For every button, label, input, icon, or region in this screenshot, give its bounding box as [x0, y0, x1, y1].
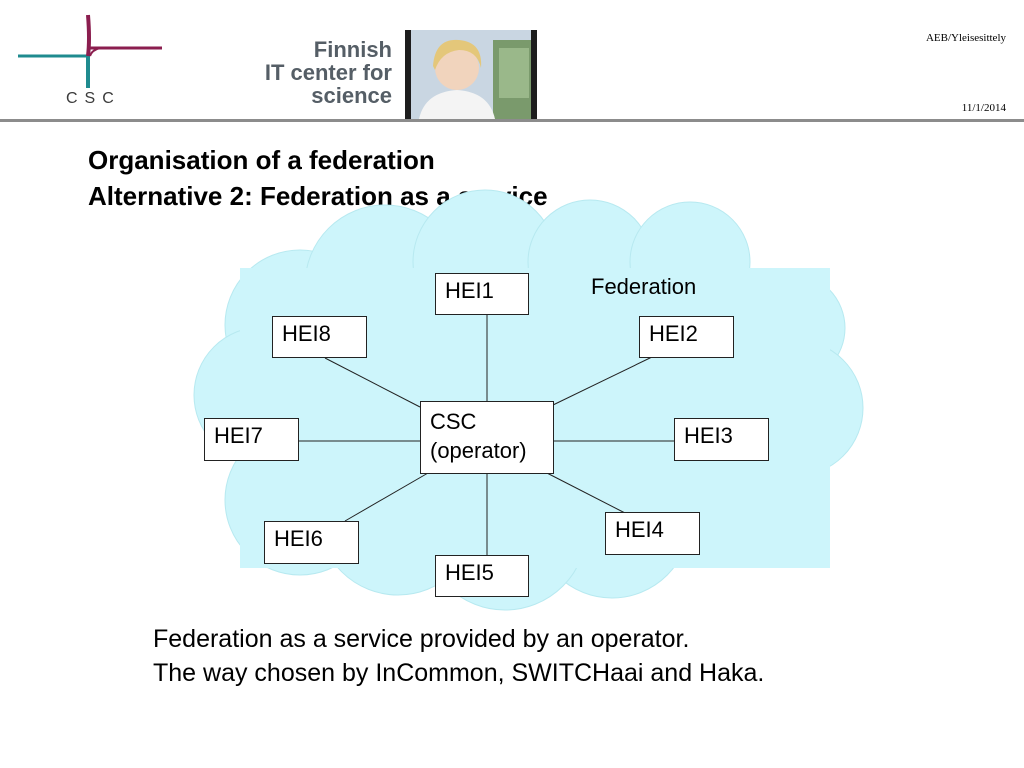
slide-caption: Federation as a service provided by an o…	[153, 622, 764, 690]
tagline: Finnish IT center for science	[230, 38, 392, 107]
caption-line-1: Federation as a service provided by an o…	[153, 625, 690, 653]
tagline-line-3: science	[311, 83, 392, 108]
node-csc-operator: CSC (operator)	[420, 401, 554, 474]
tagline-line-2: IT center for	[264, 60, 392, 85]
tagline-line-1: Finnish	[313, 37, 392, 62]
center-line-2: (operator)	[430, 438, 527, 463]
center-line-1: CSC	[430, 409, 477, 434]
header-divider	[0, 119, 1024, 122]
node-hei3: HEI3	[674, 418, 769, 461]
federation-label: Federation	[591, 274, 697, 299]
title-line-2: Alternative 2: Federation as a service	[88, 181, 548, 211]
line-hei2	[552, 356, 653, 406]
node-hei1: HEI1	[435, 273, 529, 315]
logo-text: CSC	[66, 90, 121, 107]
slide-header: CSC Finnish IT center for science AEB/Yl…	[0, 0, 1024, 122]
csc-logo-icon	[18, 14, 162, 88]
node-hei7: HEI7	[204, 418, 299, 461]
node-hei4: HEI4	[605, 512, 700, 555]
caption-line-2: The way chosen by InCommon, SWITCHaai an…	[153, 659, 765, 687]
line-hei6	[344, 472, 429, 522]
line-hei4	[544, 471, 626, 514]
node-hei5: HEI5	[435, 555, 529, 597]
header-photo	[405, 30, 537, 119]
slide-date: 11/1/2014	[961, 102, 1006, 114]
slide-title: Organisation of a federation Alternative…	[88, 142, 548, 214]
line-hei8	[324, 357, 421, 408]
node-hei2: HEI2	[639, 316, 734, 358]
title-line-1: Organisation of a federation	[88, 145, 435, 175]
presentation-name: AEB/Yleisesittely	[925, 32, 1006, 44]
node-hei6: HEI6	[264, 521, 359, 564]
node-hei8: HEI8	[272, 316, 367, 358]
